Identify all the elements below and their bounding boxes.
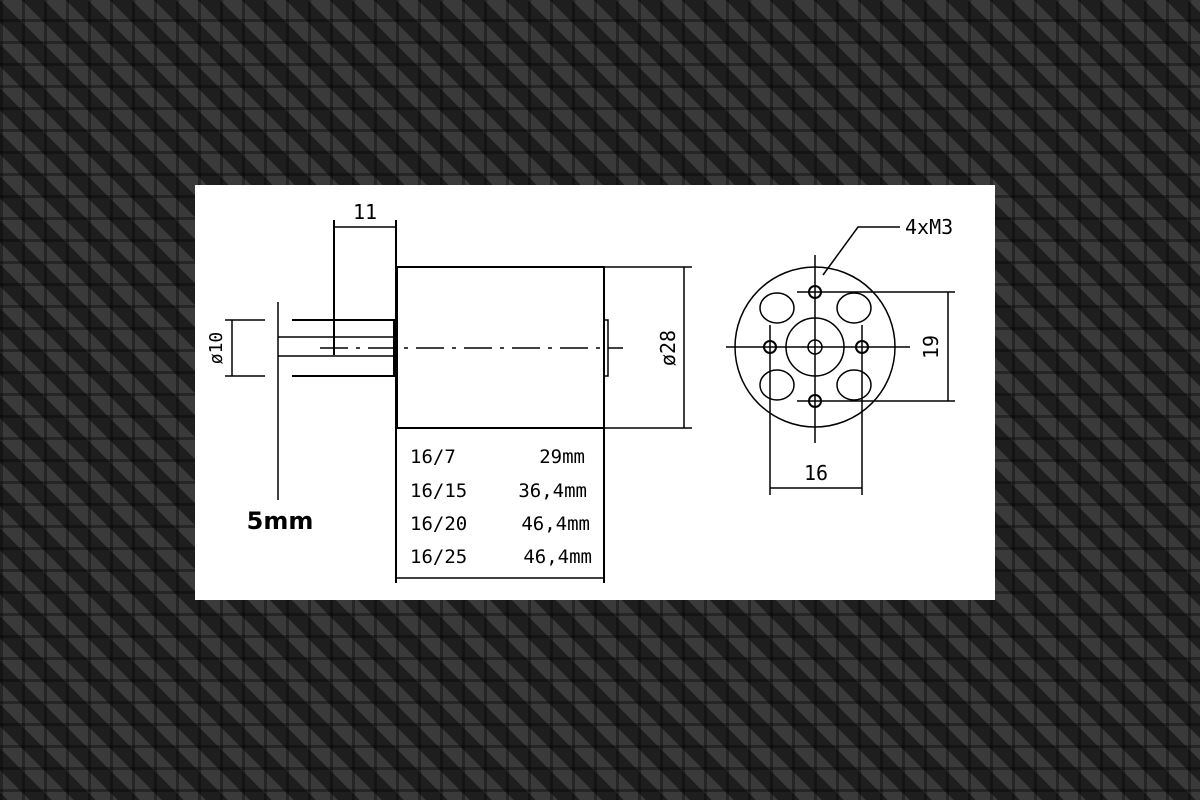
shaft-diameter-label: ø10 <box>206 332 227 365</box>
table-length: 29mm <box>539 446 585 468</box>
side-view: 11 ø28 ø10 5mm 16/7 29mm 16/15 36,4mm 16… <box>206 200 692 583</box>
horizontal-spacing-label: 16 <box>804 461 828 485</box>
lengths-table: 16/7 29mm 16/15 36,4mm 16/20 46,4mm 16/2… <box>410 446 592 568</box>
vertical-spacing-label: 19 <box>919 335 943 359</box>
table-model: 16/15 <box>410 480 467 502</box>
table-model: 16/7 <box>410 446 456 468</box>
front-view: 19 16 4xM3 <box>726 215 955 495</box>
table-length: 46,4mm <box>521 513 590 535</box>
holes-label: 4xM3 <box>905 215 953 239</box>
table-model: 16/25 <box>410 546 467 568</box>
table-length: 46,4mm <box>523 546 592 568</box>
shaft-size-label: 5mm <box>247 507 314 535</box>
table-length: 36,4mm <box>518 480 587 502</box>
drawing-panel <box>195 185 995 600</box>
body-diameter-label: ø28 <box>656 330 680 366</box>
table-model: 16/20 <box>410 513 467 535</box>
flange-length-label: 11 <box>353 200 377 224</box>
